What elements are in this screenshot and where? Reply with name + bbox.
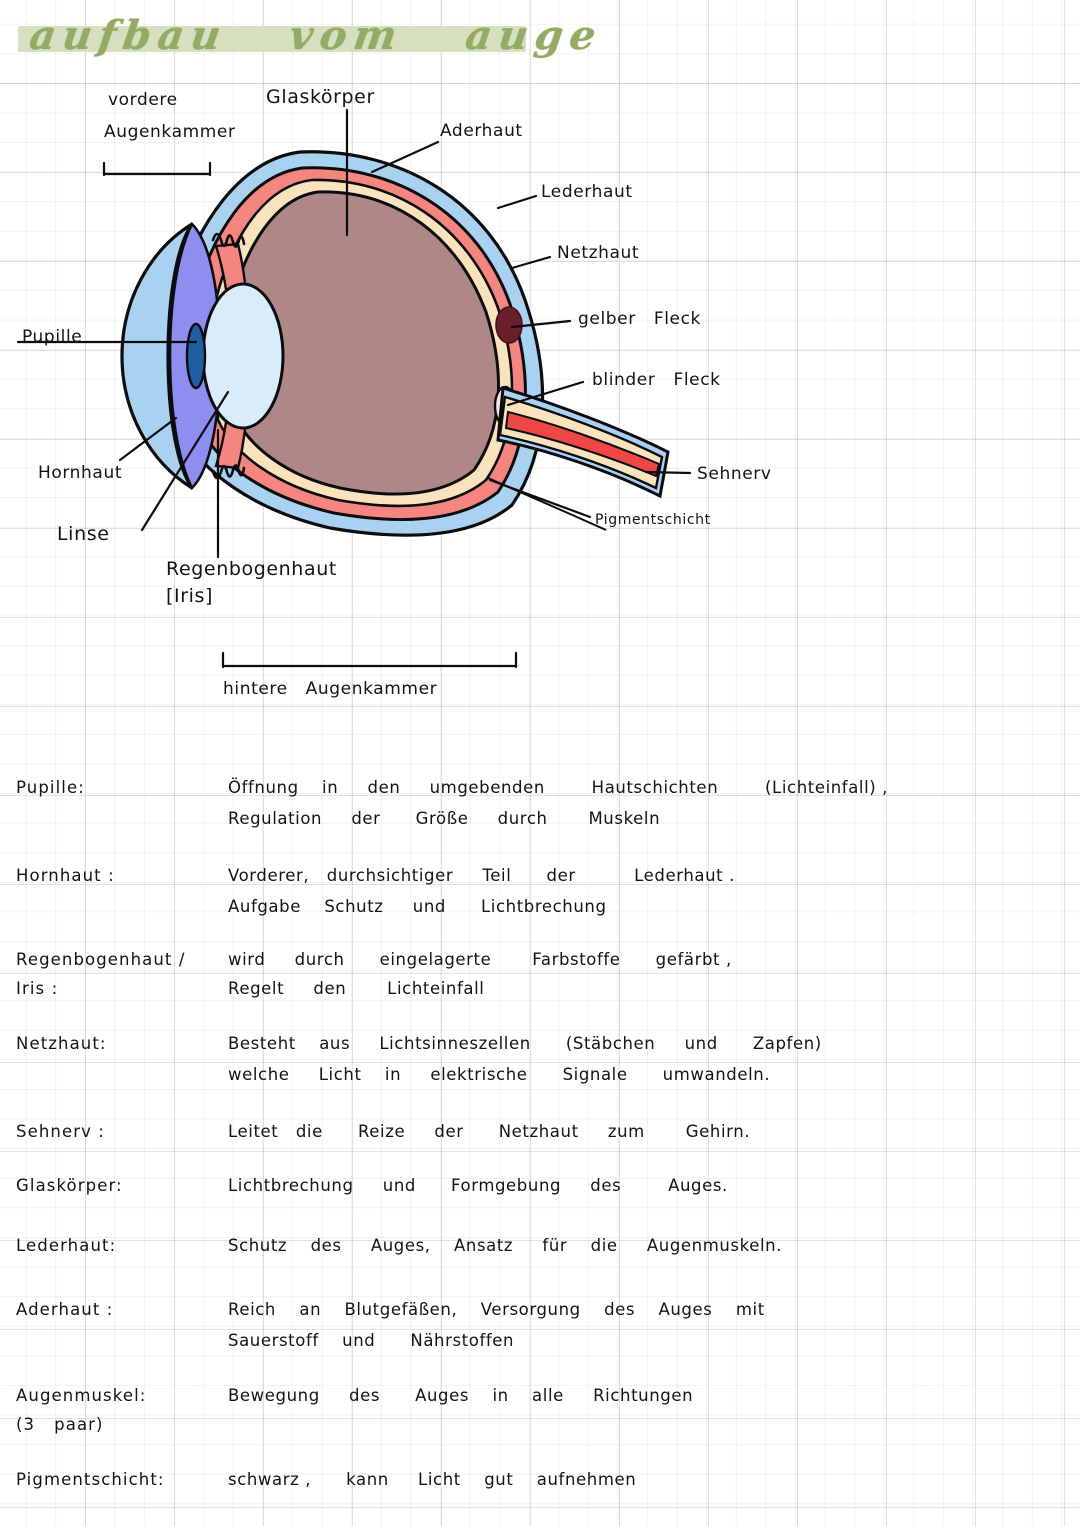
definition-row-lederhaut: Lederhaut: Schutz des Auges, Ansatz für …	[0, 1218, 1080, 1280]
gelber-fleck-shape	[495, 306, 523, 344]
label-iris: [Iris]	[166, 585, 214, 607]
leader-pigment	[488, 478, 592, 519]
def-body-netzhaut-line1: Besteht aus Lichtsinneszellen (Stäbchen …	[228, 1034, 822, 1053]
leader-lederhaut	[496, 194, 538, 210]
label-aderhaut: Aderhaut	[440, 121, 523, 141]
def-term-pupille: Pupille:	[16, 778, 85, 797]
def-body-pupille-line1: Öffnung in den umgebenden Hautschichten …	[228, 778, 889, 797]
def-term-augenmuskel-line1: Augenmuskel:	[16, 1386, 147, 1405]
ziliarkoerper-lower-icon	[211, 464, 246, 480]
definition-row-pupille: Pupille: Öffnung in den umgebenden Hauts…	[0, 760, 1080, 830]
def-term-sehnerv: Sehnerv :	[16, 1122, 105, 1141]
def-body-regenbogenhaut-line1: wird durch eingelagerte Farbstoffe gefär…	[228, 950, 732, 969]
definition-row-aderhaut: Aderhaut : Reich an Blutgefäßen, Versorg…	[0, 1280, 1080, 1366]
def-body-pupille-line2: Regulation der Größe durch Muskeln	[228, 809, 661, 828]
def-term-aderhaut: Aderhaut :	[16, 1300, 114, 1319]
leader-linse	[140, 390, 230, 532]
def-body-regenbogenhaut-line2: Regelt den Lichteinfall	[228, 979, 485, 998]
def-term-netzhaut: Netzhaut:	[16, 1034, 107, 1053]
def-term-pigmentschicht: Pigmentschicht:	[16, 1470, 165, 1489]
definition-row-netzhaut: Netzhaut: Besteht aus Lichtsinneszellen …	[0, 1006, 1080, 1098]
vordere-augenkammer-bracket	[102, 161, 212, 177]
label-hornhaut: Hornhaut	[38, 463, 123, 483]
leader-aderhaut	[370, 140, 440, 174]
def-term-glaskoerper: Glaskörper:	[16, 1176, 123, 1195]
def-body-netzhaut-line2: welche Licht in elektrische Signale umwa…	[228, 1065, 771, 1084]
definition-row-glaskoerper: Glaskörper: Lichtbrechung und Formgebung…	[0, 1158, 1080, 1218]
label-pigmentschicht: Pigmentschicht	[595, 512, 711, 528]
def-term-lederhaut: Lederhaut:	[16, 1236, 117, 1255]
def-body-aderhaut-line2: Sauerstoff und Nährstoffen	[228, 1331, 515, 1350]
def-body-pigmentschicht: schwarz , kann Licht gut aufnehmen	[228, 1470, 637, 1489]
leader-hornhaut	[118, 416, 178, 462]
label-vordere-augenkammer-line2: Augenkammer	[104, 122, 236, 142]
pupille-shape	[185, 322, 207, 390]
label-pupille: Pupille	[22, 327, 83, 347]
def-body-augenmuskel: Bewegung des Auges in alle Richtungen	[228, 1386, 694, 1405]
def-body-lederhaut: Schutz des Auges, Ansatz für die Augenmu…	[228, 1236, 783, 1255]
leader-gelberfleck	[510, 319, 572, 329]
label-glaskoerper: Glaskörper	[266, 86, 375, 108]
def-body-glaskoerper: Lichtbrechung und Formgebung des Auges.	[228, 1176, 728, 1195]
page-title: aufbau vom auge	[18, 12, 606, 60]
label-netzhaut: Netzhaut	[557, 243, 640, 263]
ziliarkoerper-upper-icon	[211, 232, 246, 248]
hintere-augenkammer-bracket	[221, 651, 518, 669]
label-linse: Linse	[57, 523, 110, 545]
label-vordere-augenkammer-line1: vordere	[108, 90, 178, 110]
def-body-sehnerv: Leitet die Reize der Netzhaut zum Gehirn…	[228, 1122, 751, 1141]
definition-row-augenmuskel: Augenmuskel: (3 paar) Bewegung des Auges…	[0, 1366, 1080, 1452]
label-gelber-fleck: gelber Fleck	[578, 309, 701, 329]
definition-row-hornhaut: Hornhaut : Vorderer, durchsichtiger Teil…	[0, 830, 1080, 918]
def-term-augenmuskel-line2: (3 paar)	[16, 1415, 104, 1434]
leader-netzhaut	[510, 255, 552, 270]
def-term-regenbogenhaut-line2: Iris :	[16, 979, 59, 998]
label-regenbogenhaut: Regenbogenhaut	[166, 558, 337, 580]
label-blinder-fleck: blinder Fleck	[592, 370, 721, 390]
def-body-aderhaut-line1: Reich an Blutgefäßen, Versorgung des Aug…	[228, 1300, 765, 1319]
sehnerv-stripe-shape	[504, 410, 661, 478]
linse-shape	[201, 282, 285, 430]
def-body-hornhaut-line1: Vorderer, durchsichtiger Teil der Lederh…	[228, 866, 735, 885]
definition-row-regenbogenhaut: Regenbogenhaut / Iris : wird durch einge…	[0, 918, 1080, 1006]
definition-row-pigmentschicht: Pigmentschicht: schwarz , kann Licht gut…	[0, 1452, 1080, 1512]
label-sehnerv: Sehnerv	[697, 464, 772, 484]
label-hintere-augenkammer: hintere Augenkammer	[223, 679, 438, 699]
def-body-hornhaut-line2: Aufgabe Schutz und Lichtbrechung	[228, 897, 607, 916]
definition-row-sehnerv: Sehnerv : Leitet die Reize der Netzhaut …	[0, 1098, 1080, 1158]
def-term-hornhaut: Hornhaut :	[16, 866, 115, 885]
leader-blinderfleck	[506, 380, 585, 407]
definition-list: Pupille: Öffnung in den umgebenden Hauts…	[0, 760, 1080, 1512]
label-lederhaut: Lederhaut	[541, 182, 633, 202]
title-highlight	[18, 26, 526, 52]
eye-cross-section-diagram	[16, 108, 692, 669]
def-term-regenbogenhaut-line1: Regenbogenhaut /	[16, 950, 186, 969]
leader-sehnerv	[644, 470, 692, 475]
